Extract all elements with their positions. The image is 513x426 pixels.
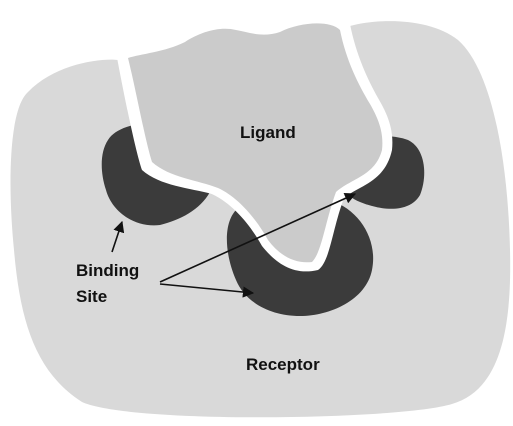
receptor-label: Receptor <box>246 355 320 374</box>
binding-site-label-line1: Binding <box>76 261 139 280</box>
binding-site-label-line2: Site <box>76 287 107 306</box>
ligand-label: Ligand <box>240 123 296 142</box>
